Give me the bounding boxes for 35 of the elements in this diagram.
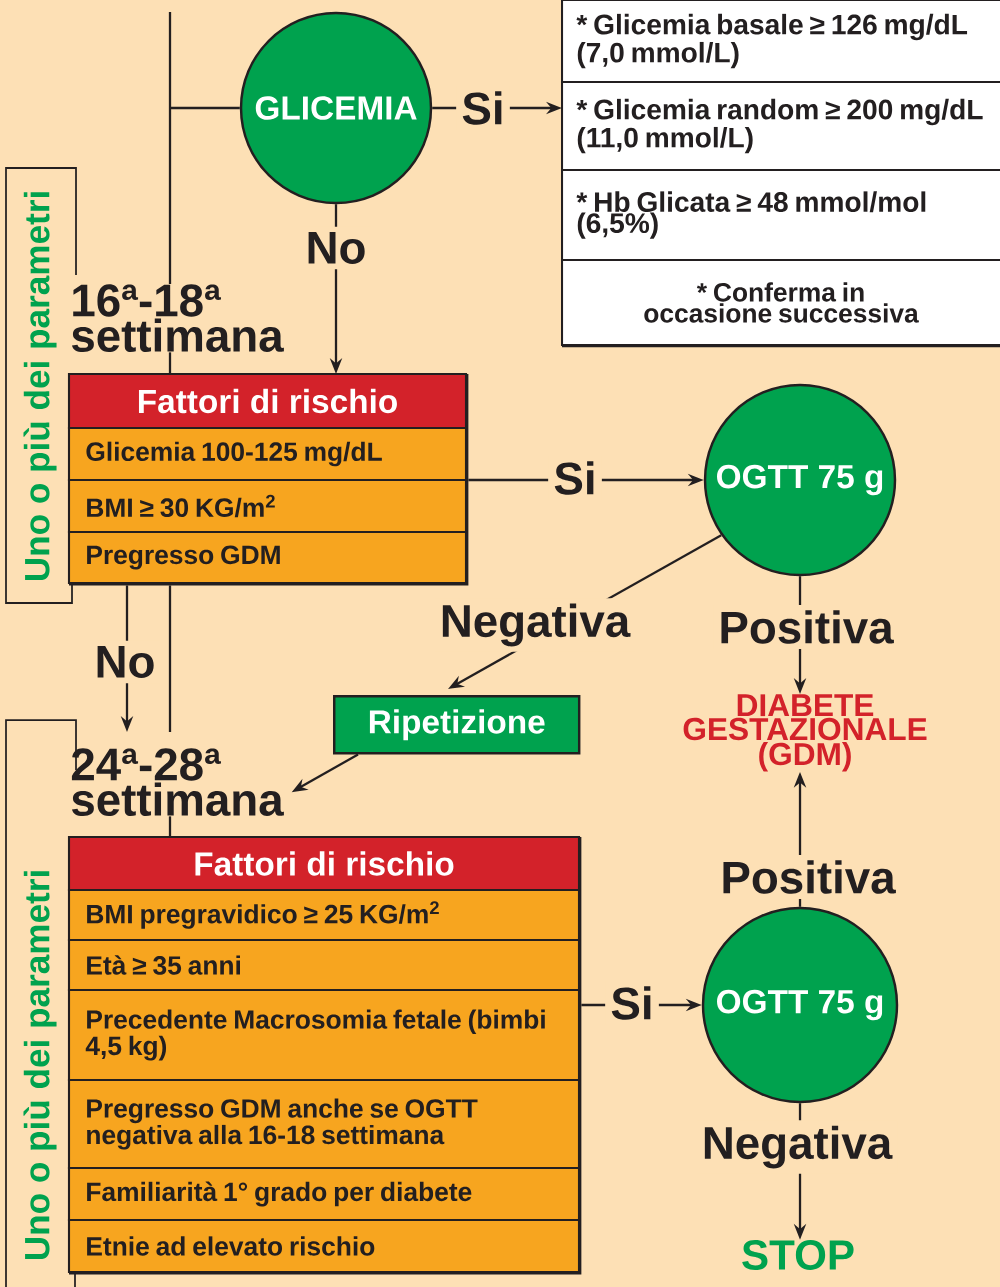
edge-label: Si xyxy=(456,85,510,131)
edge-label: Si xyxy=(548,455,602,501)
factor-cell: Età ≥ 35 anni xyxy=(67,938,581,992)
criteria-cell: * Glicemia basale ≥ 126 mg/dL (7,0 mmol/L) xyxy=(560,0,1000,84)
header-cell: Fattori di rischio xyxy=(67,835,581,892)
connector-line xyxy=(168,816,172,837)
edge-label: Positiva xyxy=(715,854,901,900)
criteria-cell: * Hb Glicata ≥ 48 mmol/mol (6,5%) xyxy=(560,168,1000,262)
connector-line xyxy=(168,352,172,374)
criteria-cell: * Conferma in occasione successiva xyxy=(560,258,1000,347)
edge-label: No xyxy=(89,640,161,684)
header-cell: Fattori di rischio xyxy=(67,372,468,430)
factor-cell: Glicemia 100-125 mg/dL xyxy=(67,426,468,482)
process-box: Ripetizione xyxy=(333,695,581,755)
outcome-label: DIABETE GESTAZIONALE (GDM) xyxy=(683,694,927,772)
factor-cell: Precedente Macrosomia fetale (bimbi 4,5 kg) xyxy=(67,988,581,1082)
vertical-label: Uno o più dei parametri xyxy=(23,192,57,581)
factor-cell: Pregresso GDM anche se OGTT negativa alla 16-18 settimana xyxy=(67,1078,581,1170)
edge-label: No xyxy=(300,226,372,270)
factor-cell: Familiarità 1° grado per diabete xyxy=(67,1166,581,1222)
edge-label: Negativa xyxy=(696,1120,898,1174)
factor-cell: Pregresso GDM xyxy=(67,530,468,585)
connector-line xyxy=(168,10,241,286)
edge-label: Positiva xyxy=(713,604,899,650)
factor-cell: BMI ≥ 30 KG/m$^{2}$ xyxy=(67,478,468,534)
edge-label: Negativa xyxy=(434,598,636,652)
connector-line xyxy=(168,585,172,732)
week-label: 16ª-18ª settimana xyxy=(71,284,284,352)
criteria-cell: * Glicemia random ≥ 200 mg/dL (11,0 mmol/L) xyxy=(560,80,1000,172)
stop-label: STOP xyxy=(742,1240,854,1270)
edge-label: Si xyxy=(605,980,659,1026)
week-label: 24ª-28ª settimana xyxy=(71,748,284,816)
factor-cell: BMI pregravidico ≥ 25 KG/m$^{2}$ xyxy=(67,888,581,942)
vertical-label: Uno o più dei parametri xyxy=(23,871,57,1260)
factor-cell: Etnie ad elevato rischio xyxy=(67,1218,581,1274)
